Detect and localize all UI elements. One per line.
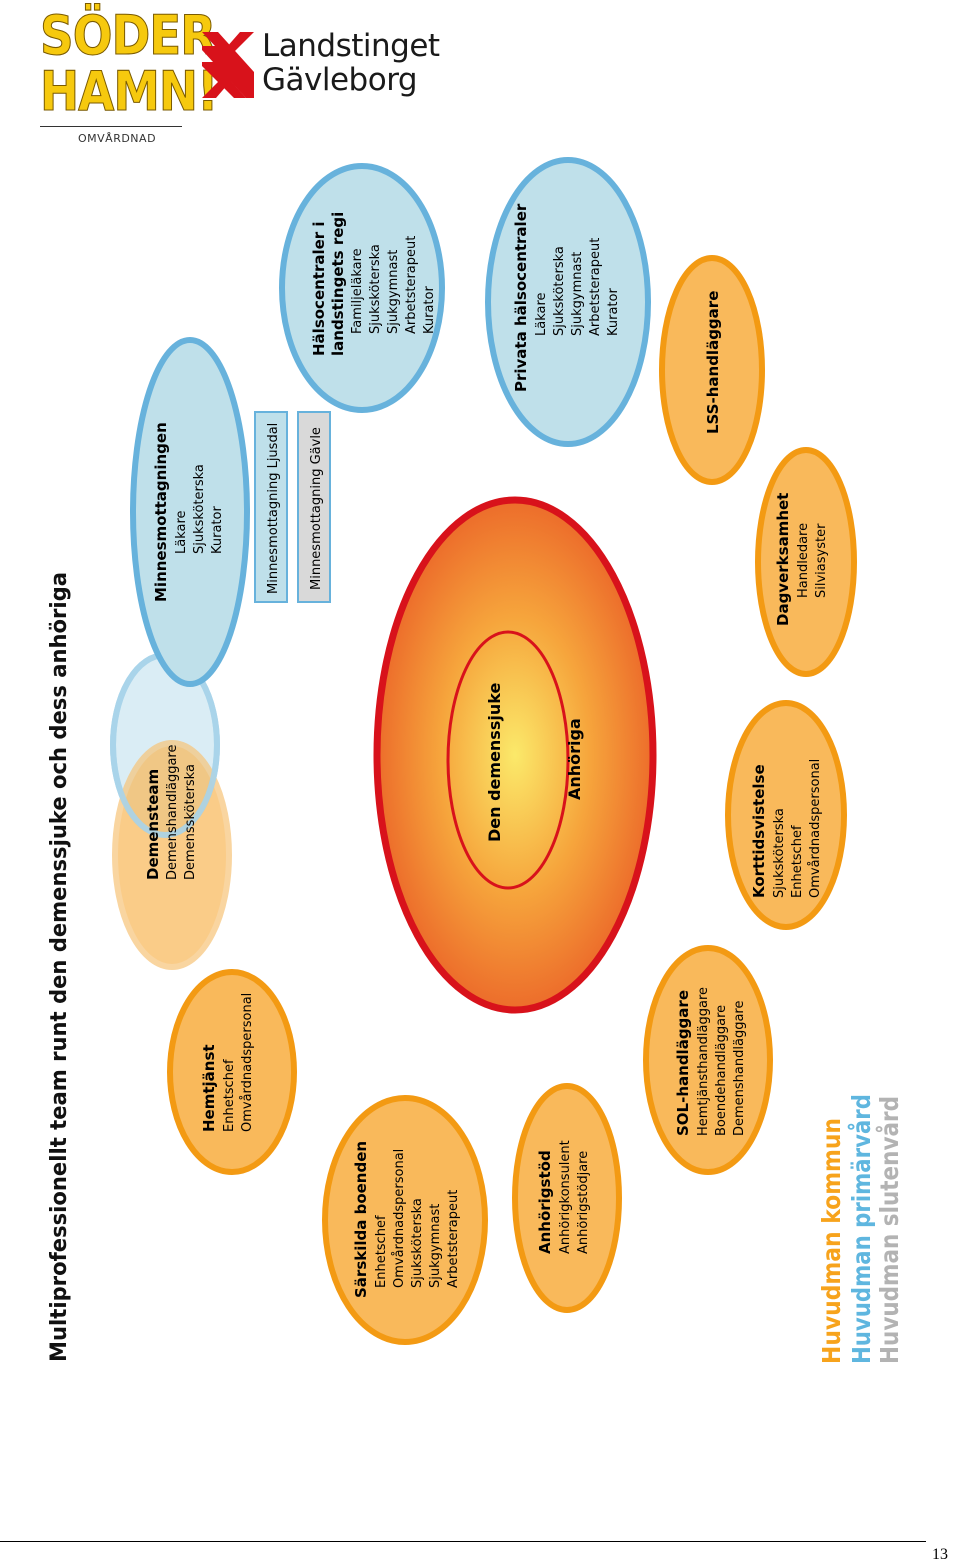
halsocentraler-landsting-title: Hälsocentraler i <box>310 221 328 356</box>
halsocentraler-landsting-node: Hälsocentraler i landstingets regi Famil… <box>279 163 445 413</box>
korttidsvistelse-line-2: Enhetschef <box>790 825 805 898</box>
anhorigstod-node: Anhörigstöd Anhörigkonsulent Anhörigstöd… <box>512 1083 622 1313</box>
diagram-title: Multiprofessionellt team runt den demens… <box>47 572 72 1362</box>
legend-slutenvard: Huvudman slutenvård <box>875 1096 904 1364</box>
landstinget-logo: Landstinget Gävleborg <box>200 26 460 106</box>
sarskilda-boenden-line-2: Omvårdnadspersonal <box>392 1149 407 1288</box>
minnesmottagningen-title: Minnesmottagningen <box>152 422 170 602</box>
halsocentraler-landsting-line-1: Familjeläkare <box>350 248 365 334</box>
sol-handlaggare-line-1: Hemtjänsthandläggare <box>696 987 711 1136</box>
soderhamn-logo-sub: OMVÅRDNAD <box>78 132 157 145</box>
legend: Huvudman kommun Huvudman primärvård Huvu… <box>817 1094 904 1364</box>
center-inner-ellipse <box>446 630 570 890</box>
center-outer-ellipse <box>373 496 657 1014</box>
hemtjanst-line-2: Omvårdnadspersonal <box>240 993 255 1132</box>
korttidsvistelse-line-3: Omvårdnadspersonal <box>808 759 823 898</box>
lss-handlaggare-title: LSS-handläggare <box>704 291 722 434</box>
privata-halsocentraler-line-1: Läkare <box>534 292 549 336</box>
footer-line <box>0 1541 926 1542</box>
demensteam-group: Demensteam Demenshandläggare Demenssköte… <box>110 652 232 970</box>
privata-halsocentraler-line-3: Sjukgymnast <box>570 252 585 336</box>
privata-halsocentraler-node: Privata hälsocentraler Läkare Sjuksköter… <box>485 157 651 447</box>
legend-primarvard: Huvudman primärvård <box>847 1094 876 1364</box>
center-outer-label: Anhöriga <box>565 718 584 800</box>
landstinget-logo-line2: Gävleborg <box>262 62 418 98</box>
soderhamn-logo-rule <box>40 126 182 127</box>
minnesmottagningen-line-2: Sjuksköterska <box>192 464 207 554</box>
minnesmottagningen-line-1: Läkare <box>174 510 189 554</box>
hemtjanst-node: Hemtjänst Enhetschef Omvårdnadspersonal <box>167 969 297 1175</box>
center-title: Den demenssjuke <box>485 683 504 842</box>
landstinget-emblem-icon <box>202 32 254 98</box>
dagverksamhet-line-2: Silviasyster <box>814 523 829 598</box>
hemtjanst-title: Hemtjänst <box>200 1044 218 1132</box>
halsocentraler-landsting-line-3: Sjukgymnast <box>386 250 401 334</box>
hemtjanst-line-1: Enhetschef <box>222 1059 237 1132</box>
page-number: 13 <box>932 1546 948 1563</box>
landstinget-logo-line1: Landstinget <box>262 28 440 64</box>
sol-handlaggare-node: SOL-handläggare Hemtjänsthandläggare Boe… <box>643 945 773 1175</box>
privata-halsocentraler-title: Privata hälsocentraler <box>512 203 530 392</box>
dagverksamhet-line-1: Handledare <box>796 523 811 598</box>
privata-halsocentraler-line-2: Sjuksköterska <box>552 246 567 336</box>
minnesmottagning-gavle-label: Minnesmottagning Gävle <box>309 427 324 590</box>
halsocentraler-landsting-line-4: Arbetsterapeut <box>404 236 419 334</box>
demensteam-title: Demensteam <box>144 769 162 880</box>
demensteam-text: Demensteam Demenshandläggare Demenssköte… <box>144 745 198 880</box>
minnesmottagningen-node: Minnesmottagningen Läkare Sjuksköterska … <box>130 337 250 687</box>
anhorigstod-title: Anhörigstöd <box>536 1150 554 1254</box>
demensteam-line-2: Demenssköterska <box>183 764 198 880</box>
sol-handlaggare-line-2: Boendehandläggare <box>714 1005 729 1136</box>
demensteam-orange-ellipse <box>112 740 232 970</box>
minnesmottagning-ljusdal-label: Minnesmottagning Ljusdal <box>266 423 281 594</box>
halsocentraler-landsting-line-2: Sjuksköterska <box>368 244 383 334</box>
sol-handlaggare-line-3: Demenshandläggare <box>732 1001 747 1136</box>
sarskilda-boenden-line-4: Sjukgymnast <box>428 1204 443 1288</box>
legend-kommun: Huvudman kommun <box>817 1118 846 1364</box>
sarskilda-boenden-title: Särskilda boenden <box>352 1141 370 1298</box>
minnesmottagning-gavle-box: Minnesmottagning Gävle <box>297 411 331 603</box>
demensteam-line-1: Demenshandläggare <box>165 745 180 880</box>
sarskilda-boenden-node: Särskilda boenden Enhetschef Omvårdnadsp… <box>322 1095 488 1345</box>
lss-handlaggare-node: LSS-handläggare <box>659 255 765 485</box>
center-node: Den demenssjuke Anhöriga <box>373 496 657 1014</box>
anhorigstod-line-1: Anhörigkonsulent <box>558 1140 573 1254</box>
sarskilda-boenden-line-3: Sjuksköterska <box>410 1198 425 1288</box>
minnesmottagningen-line-3: Kurator <box>210 506 225 554</box>
halsocentraler-landsting-title2: landstingets regi <box>329 212 347 356</box>
minnesmottagning-ljusdal-box: Minnesmottagning Ljusdal <box>254 411 288 603</box>
korttidsvistelse-node: Korttidsvistelse Sjuksköterska Enhetsche… <box>725 700 847 930</box>
dagverksamhet-title: Dagverksamhet <box>774 493 792 626</box>
team-diagram: Multiprofessionellt team runt den demens… <box>47 157 904 1364</box>
halsocentraler-landsting-line-5: Kurator <box>422 286 437 334</box>
privata-halsocentraler-line-4: Arbetsterapeut <box>588 238 603 336</box>
sarskilda-boenden-line-5: Arbetsterapeut <box>446 1190 461 1288</box>
privata-halsocentraler-line-5: Kurator <box>606 288 621 336</box>
sarskilda-boenden-line-1: Enhetschef <box>374 1215 389 1288</box>
dagverksamhet-node: Dagverksamhet Handledare Silviasyster <box>755 447 857 677</box>
sol-handlaggare-title: SOL-handläggare <box>674 990 692 1136</box>
korttidsvistelse-line-1: Sjuksköterska <box>772 808 787 898</box>
korttidsvistelse-title: Korttidsvistelse <box>750 764 768 898</box>
anhorigstod-line-2: Anhörigstödjare <box>576 1151 591 1254</box>
